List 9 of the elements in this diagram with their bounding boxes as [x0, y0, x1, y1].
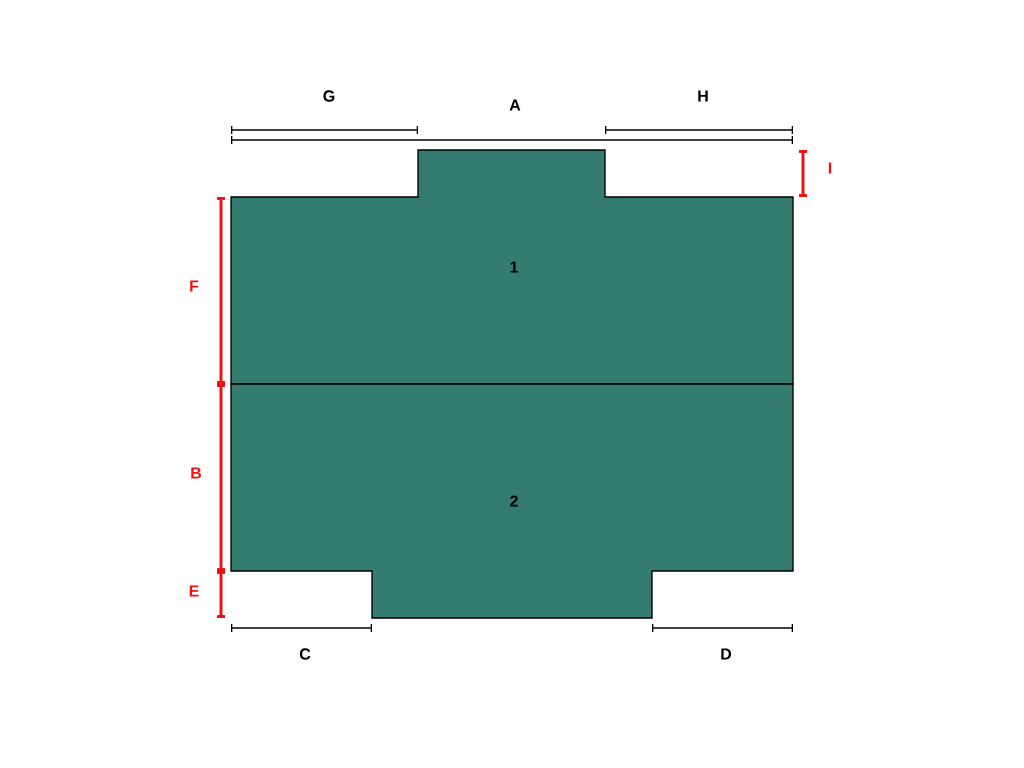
dimension-label: B — [191, 467, 202, 479]
dimension-label: A — [509, 99, 521, 111]
dimension-label: C — [299, 648, 311, 660]
dimension-label: E — [189, 585, 199, 597]
dimension-label: H — [698, 90, 708, 102]
dimension-label: G — [323, 90, 335, 102]
dimension-label: F — [190, 280, 199, 292]
dimension-label: I — [828, 162, 832, 174]
dimension-label: D — [721, 648, 732, 660]
